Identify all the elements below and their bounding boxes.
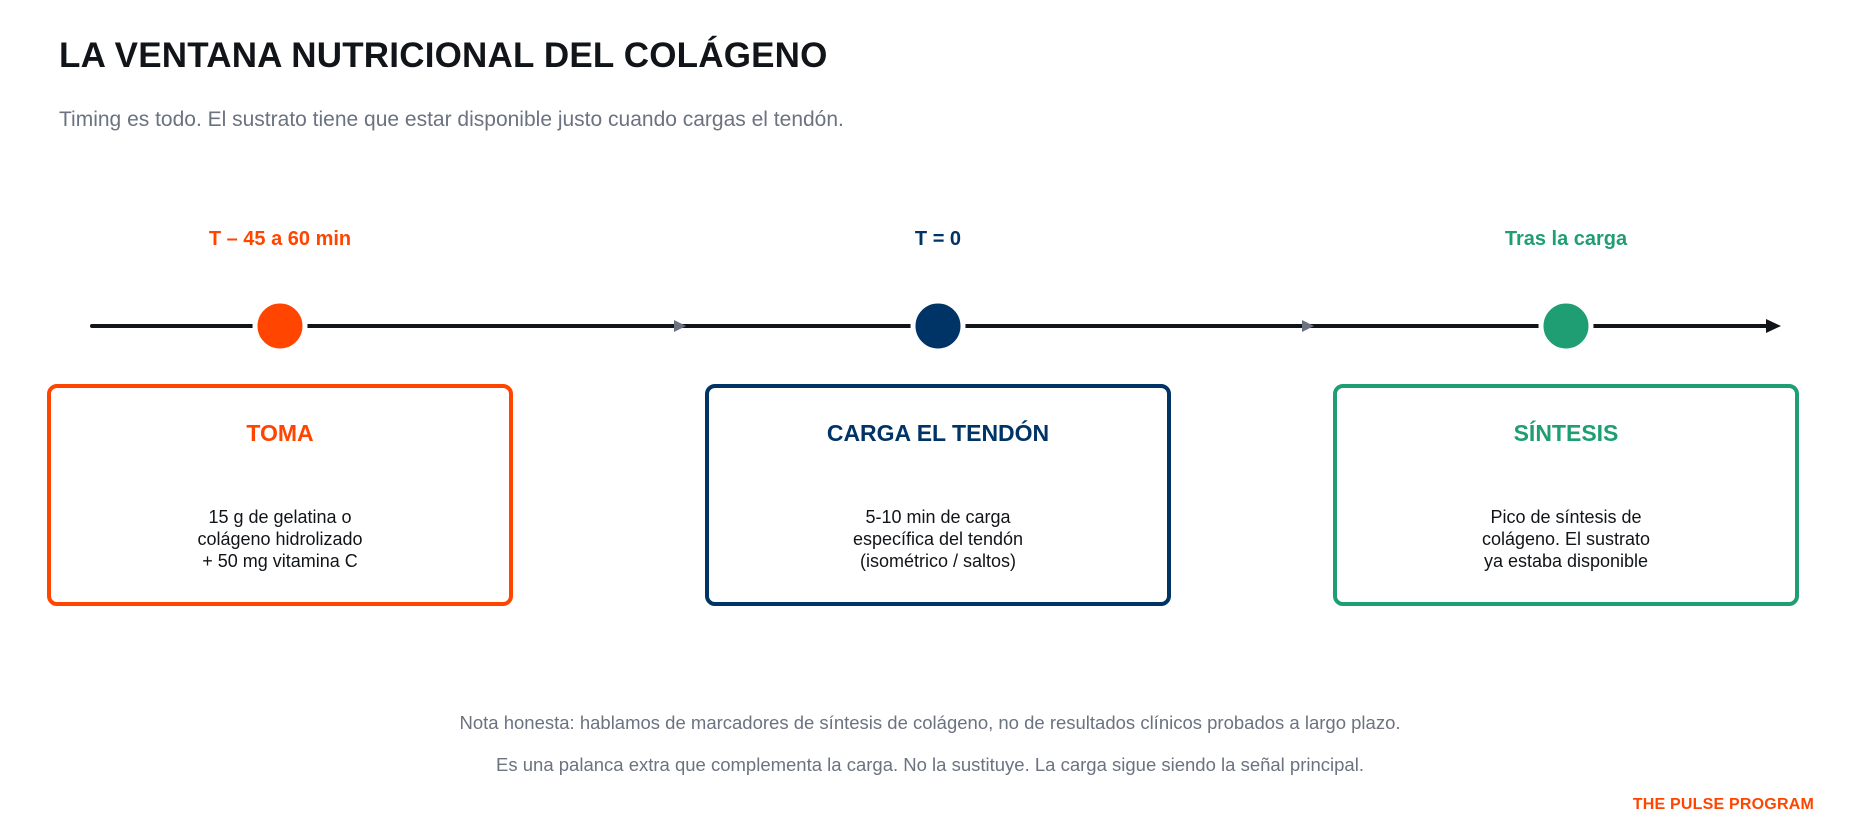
card-body-carga: 5-10 min de carga específica del tendón …: [729, 506, 1147, 572]
time-label-sintesis: Tras la carga: [1504, 228, 1628, 250]
note-lever: Es una palanca extra que complementa la …: [496, 754, 1364, 775]
brand-label: THE PULSE PROGRAM: [1632, 796, 1814, 813]
page-title: LA VENTANA NUTRICIONAL DEL COLÁGENO: [59, 36, 828, 75]
card-toma: TOMA 15 g de gelatina o colágeno hidroli…: [47, 384, 513, 606]
timeline-arrow-2: [1302, 320, 1314, 332]
time-label-carga: T = 0: [914, 228, 962, 250]
card-line: colágeno hidrolizado: [197, 529, 363, 549]
card-body-toma: 15 g de gelatina o colágeno hidrolizado …: [71, 506, 489, 572]
card-title-toma: TOMA: [246, 420, 314, 446]
timeline-node-toma: [252, 298, 308, 354]
page-subtitle: Timing es todo. El sustrato tiene que es…: [59, 108, 844, 131]
card-body-sintesis: Pico de síntesis de colágeno. El sustrat…: [1357, 506, 1775, 572]
card-line: específica del tendón: [852, 529, 1024, 549]
time-label-toma: T – 45 a 60 min: [208, 228, 352, 250]
timeline-node-carga: [910, 298, 966, 354]
card-sintesis: SÍNTESIS Pico de síntesis de colágeno. E…: [1333, 384, 1799, 606]
timeline-node-sintesis: [1538, 298, 1594, 354]
card-line: ya estaba disponible: [1483, 551, 1649, 571]
timeline-arrow-1: [674, 320, 686, 332]
card-line: (isométrico / saltos): [859, 551, 1017, 571]
card-title-sintesis: SÍNTESIS: [1513, 420, 1619, 446]
card-line: Pico de síntesis de: [1490, 507, 1642, 527]
card-line: + 50 mg vitamina C: [202, 551, 358, 571]
note-honest: Nota honesta: hablamos de marcadores de …: [459, 712, 1401, 733]
card-title-carga: CARGA EL TENDÓN: [826, 420, 1050, 446]
card-carga: CARGA EL TENDÓN 5-10 min de carga especí…: [705, 384, 1171, 606]
card-line: colágeno. El sustrato: [1481, 529, 1651, 549]
timeline-end-arrow: [1766, 319, 1781, 333]
card-line: 15 g de gelatina o: [208, 507, 352, 527]
card-line: 5-10 min de carga: [865, 507, 1011, 527]
